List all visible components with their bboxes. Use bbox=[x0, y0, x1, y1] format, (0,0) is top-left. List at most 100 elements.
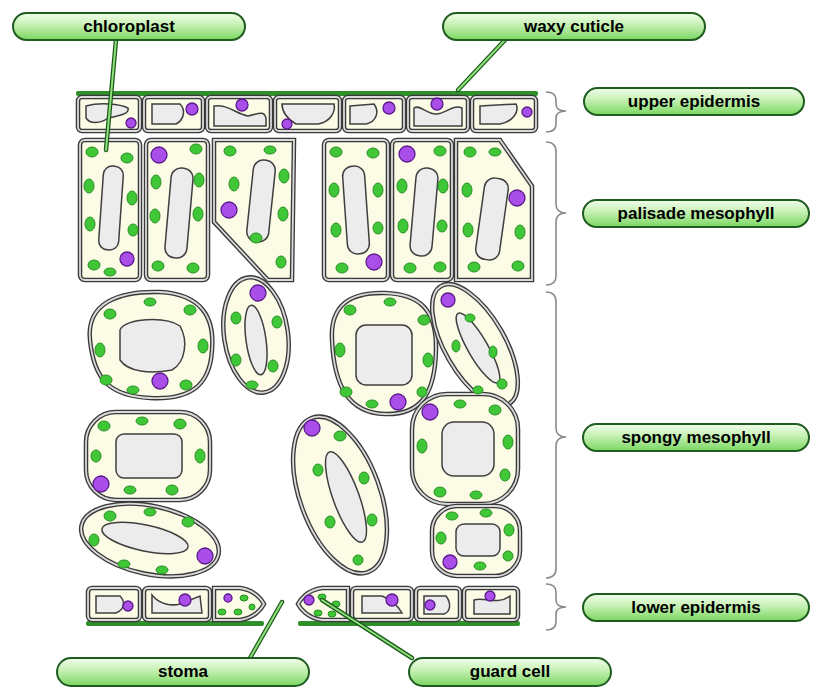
spongy-cells-part bbox=[473, 386, 483, 394]
spongy-cells-part bbox=[418, 315, 430, 325]
leader-lines bbox=[106, 40, 505, 658]
spongy-cells-part bbox=[182, 517, 194, 527]
layer-brackets-part bbox=[546, 142, 566, 285]
upper-epidermis-cells-part bbox=[236, 99, 248, 111]
spongy-cells-part bbox=[216, 273, 296, 397]
spongy-cells-part bbox=[86, 412, 210, 500]
palisade-cells-part bbox=[329, 183, 339, 197]
spongy-cells-part bbox=[452, 340, 460, 352]
spongy-cells-part bbox=[353, 555, 363, 565]
palisade-cells-part bbox=[264, 146, 276, 154]
lower-epidermis-cells-part bbox=[464, 588, 518, 620]
palisade-cells-part bbox=[342, 165, 370, 254]
upper-epidermis-cells-part bbox=[144, 97, 203, 131]
upper-epidermis-cells-part bbox=[383, 102, 395, 114]
spongy-cells-part bbox=[434, 487, 446, 497]
palisade-cells-part bbox=[80, 140, 140, 280]
lower-epidermis-cells-part bbox=[123, 601, 133, 611]
spongy-cells-part bbox=[180, 380, 192, 390]
palisade-cells-part bbox=[392, 140, 452, 280]
upper-epidermis-cells-part bbox=[186, 103, 198, 115]
palisade-cells-part bbox=[512, 261, 524, 271]
upper-epidermis-cells-part bbox=[282, 119, 292, 129]
spongy-cells-part bbox=[417, 439, 427, 453]
palisade-cells-part bbox=[330, 147, 342, 157]
upper-epidermis-cells-part bbox=[126, 118, 136, 128]
spongy-cells-part bbox=[500, 469, 510, 481]
palisade-cells-part bbox=[127, 191, 137, 205]
palisade-cells-part bbox=[399, 146, 415, 162]
spongy-cells-part bbox=[367, 514, 377, 526]
palisade-cells-part bbox=[151, 147, 167, 163]
spongy-cells-part bbox=[184, 305, 196, 315]
label-pill: chloroplast bbox=[12, 12, 246, 41]
palisade-cells-part bbox=[152, 261, 164, 271]
spongy-cells-part bbox=[246, 381, 258, 389]
label-text: palisade mesophyll bbox=[618, 204, 775, 224]
upper-epidermis-cells-part bbox=[431, 98, 443, 110]
spongy-cells-part bbox=[93, 476, 109, 492]
spongy-cells-part bbox=[332, 293, 436, 414]
label-text: stoma bbox=[158, 662, 208, 682]
palisade-cells-part bbox=[474, 177, 509, 262]
spongy-cells-part bbox=[274, 404, 405, 585]
spongy-cells-part bbox=[334, 431, 346, 441]
spongy-cells-part bbox=[74, 492, 225, 588]
palisade-cells-part bbox=[121, 153, 133, 163]
leader-lines-part bbox=[106, 40, 116, 150]
label-pill: spongy mesophyll bbox=[582, 423, 810, 452]
spongy-cells-part bbox=[166, 485, 178, 495]
spongy-cells-part bbox=[456, 524, 500, 556]
lower-epidermis-cells-part bbox=[304, 595, 314, 605]
spongy-cells-part bbox=[198, 339, 208, 353]
spongy-cells-part bbox=[317, 447, 374, 546]
spongy-cells-part bbox=[272, 316, 282, 328]
lower-epidermis-cells-part bbox=[88, 588, 140, 620]
leader-lines-part bbox=[322, 600, 412, 658]
spongy-cells-part bbox=[152, 373, 168, 389]
lower-epidermis-cells-part bbox=[352, 588, 412, 620]
spongy-cells-part bbox=[332, 293, 436, 414]
spongy-cells-part bbox=[313, 464, 323, 476]
label-text: chloroplast bbox=[83, 17, 175, 37]
palisade-cells-part bbox=[128, 224, 138, 236]
spongy-cells-part bbox=[90, 292, 213, 398]
palisade-cells-part bbox=[434, 146, 446, 156]
spongy-cells-part bbox=[504, 524, 514, 536]
lower-epidermis-cells-part bbox=[214, 588, 264, 620]
spongy-cells-part bbox=[432, 506, 520, 576]
spongy-cells-part bbox=[241, 304, 271, 376]
spongy-cells-part bbox=[144, 508, 156, 516]
lower-epidermis-cells-part bbox=[218, 609, 226, 615]
lower-epidermis-cells-part bbox=[298, 588, 348, 620]
palisade-cells-part bbox=[187, 263, 199, 273]
palisade-cells-part bbox=[456, 140, 532, 280]
palisade-cells-part bbox=[373, 183, 383, 197]
lower-epidermis-cells-part bbox=[416, 588, 460, 620]
layer-brackets-part bbox=[546, 292, 566, 578]
spongy-cells-part bbox=[503, 551, 513, 561]
upper-epidermis-cells-part bbox=[522, 107, 532, 117]
leader-lines-part bbox=[322, 600, 412, 658]
lower-epidermis-cells-part bbox=[464, 588, 518, 620]
label-text: lower epidermis bbox=[631, 598, 760, 618]
layer-brackets-part bbox=[546, 92, 566, 132]
spongy-cells-part bbox=[390, 394, 406, 410]
spongy-cells-part bbox=[356, 325, 412, 385]
lower-epidermis-cells-part bbox=[144, 588, 210, 620]
palisade-cells-part bbox=[250, 233, 262, 243]
lower-epidermis-cells-part bbox=[386, 594, 398, 606]
spongy-cells-part bbox=[86, 412, 210, 500]
layer-brackets bbox=[546, 92, 566, 630]
spongy-cells-part bbox=[74, 492, 225, 588]
palisade-cells-part bbox=[229, 177, 239, 191]
spongy-cells-part bbox=[497, 379, 507, 389]
palisade-cells-part bbox=[246, 159, 276, 243]
palisade-cells-part bbox=[462, 183, 472, 197]
spongy-cells-part bbox=[116, 434, 182, 478]
palisade-cells-part bbox=[509, 190, 525, 206]
spongy-cells-part bbox=[422, 404, 438, 420]
lower-epidermis-cells-part bbox=[224, 594, 232, 602]
spongy-cells-part bbox=[174, 419, 186, 429]
palisade-cells-part bbox=[276, 256, 286, 268]
